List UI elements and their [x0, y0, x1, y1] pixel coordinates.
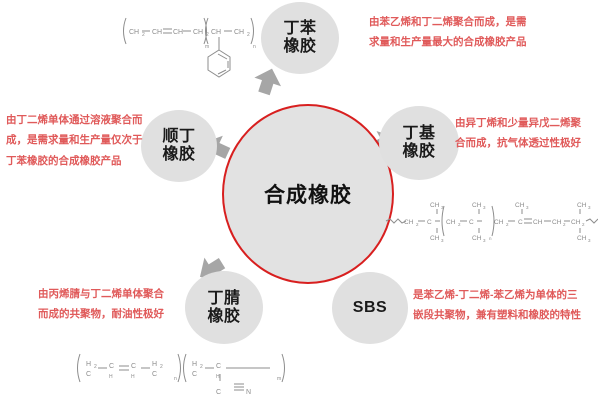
svg-text:2: 2	[458, 222, 461, 227]
svg-text:n: n	[174, 376, 177, 382]
svg-text:CH: CH	[472, 235, 482, 242]
svg-text:3: 3	[526, 205, 529, 210]
node-iir-label: 丁基 橡胶	[402, 125, 436, 160]
svg-text:2: 2	[247, 32, 250, 38]
svg-text:CH: CH	[129, 29, 139, 36]
svg-text:N: N	[246, 389, 251, 396]
center-node-synthetic-rubber[interactable]: 合成橡胶	[222, 104, 394, 284]
svg-text:m: m	[277, 376, 281, 382]
node-sbr-label: 丁苯 橡胶	[283, 20, 317, 55]
svg-text:2: 2	[416, 222, 419, 227]
svg-text:C: C	[131, 363, 136, 370]
svg-text:3: 3	[441, 205, 444, 210]
node-iir[interactable]: 丁基 橡胶	[379, 106, 459, 180]
svg-text:CH: CH	[446, 219, 456, 226]
svg-text:CH: CH	[193, 29, 203, 36]
svg-text:C: C	[152, 371, 157, 378]
svg-text:2: 2	[563, 222, 566, 227]
node-br-label: 顺丁 橡胶	[162, 128, 196, 163]
node-sbr[interactable]: 丁苯 橡胶	[261, 2, 339, 74]
node-sbs[interactable]: SBS	[332, 272, 408, 344]
svg-text:CH: CH	[494, 219, 504, 226]
svg-text:CH: CH	[234, 29, 244, 36]
svg-text:CH: CH	[211, 29, 221, 36]
svg-text:2: 2	[94, 364, 97, 370]
svg-text:C: C	[469, 219, 474, 226]
note-nbr: 由丙烯腈与丁二烯单体聚合 而成的共聚物，耐油性极好	[38, 288, 164, 321]
svg-text:CH: CH	[577, 235, 587, 242]
note-iir: 由异丁烯和少量异戊二烯聚 合而成，抗气体透过性极好	[455, 117, 581, 150]
svg-text:2: 2	[506, 222, 509, 227]
node-sbs-label: SBS	[352, 299, 388, 317]
svg-text:2: 2	[206, 32, 209, 38]
note-sbr: 由苯乙烯和丁二烯聚合而成，是需 求量和生产量最大的合成橡胶产品	[369, 16, 527, 49]
svg-text:3: 3	[441, 238, 444, 243]
svg-text:n: n	[253, 44, 256, 50]
svg-text:C: C	[192, 371, 197, 378]
svg-text:2: 2	[160, 364, 163, 370]
svg-text:CH: CH	[472, 202, 482, 209]
svg-text:CH: CH	[571, 219, 581, 226]
svg-text:C: C	[518, 219, 523, 226]
svg-text:H: H	[152, 361, 157, 368]
svg-text:CH: CH	[577, 202, 587, 209]
svg-text:CH: CH	[404, 219, 414, 226]
svg-text:2: 2	[582, 222, 585, 227]
node-br[interactable]: 顺丁 橡胶	[141, 110, 217, 182]
svg-text:n: n	[489, 236, 492, 241]
svg-text:H: H	[216, 374, 220, 380]
svg-text:CH: CH	[430, 235, 440, 242]
svg-text:CH: CH	[173, 29, 183, 36]
svg-text:C: C	[427, 219, 432, 226]
svg-text:CH: CH	[152, 29, 162, 36]
center-node-label: 合成橡胶	[264, 184, 352, 207]
svg-text:3: 3	[483, 238, 486, 243]
svg-text:H: H	[131, 374, 135, 380]
svg-text:H: H	[109, 374, 113, 380]
node-nbr-label: 丁腈 橡胶	[207, 289, 241, 325]
svg-text:H: H	[86, 361, 91, 368]
svg-text:3: 3	[588, 238, 591, 243]
svg-text:2: 2	[200, 364, 203, 370]
svg-text:m: m	[205, 44, 209, 50]
svg-text:C: C	[216, 363, 221, 370]
svg-text:CH: CH	[533, 219, 543, 226]
svg-text:CH: CH	[515, 202, 525, 209]
svg-text:C: C	[86, 371, 91, 378]
arrow-center-to-sbr	[254, 68, 282, 96]
svg-text:3: 3	[588, 205, 591, 210]
note-br: 由丁二烯单体通过溶液聚合而 成，是需求量和生产量仅次于 丁苯橡胶的合成橡胶产品	[6, 114, 143, 167]
svg-text:CH: CH	[552, 219, 562, 226]
svg-text:C: C	[216, 389, 221, 396]
node-nbr[interactable]: 丁腈 橡胶	[185, 271, 263, 344]
note-sbs: 是苯乙烯-丁二烯-苯乙烯为单体的三 嵌段共聚物，兼有塑料和橡胶的特性	[413, 289, 581, 322]
svg-text:C: C	[109, 363, 114, 370]
svg-text:H: H	[192, 361, 197, 368]
svg-text:CH: CH	[430, 202, 440, 209]
svg-text:3: 3	[483, 205, 486, 210]
svg-text:2: 2	[142, 32, 145, 38]
